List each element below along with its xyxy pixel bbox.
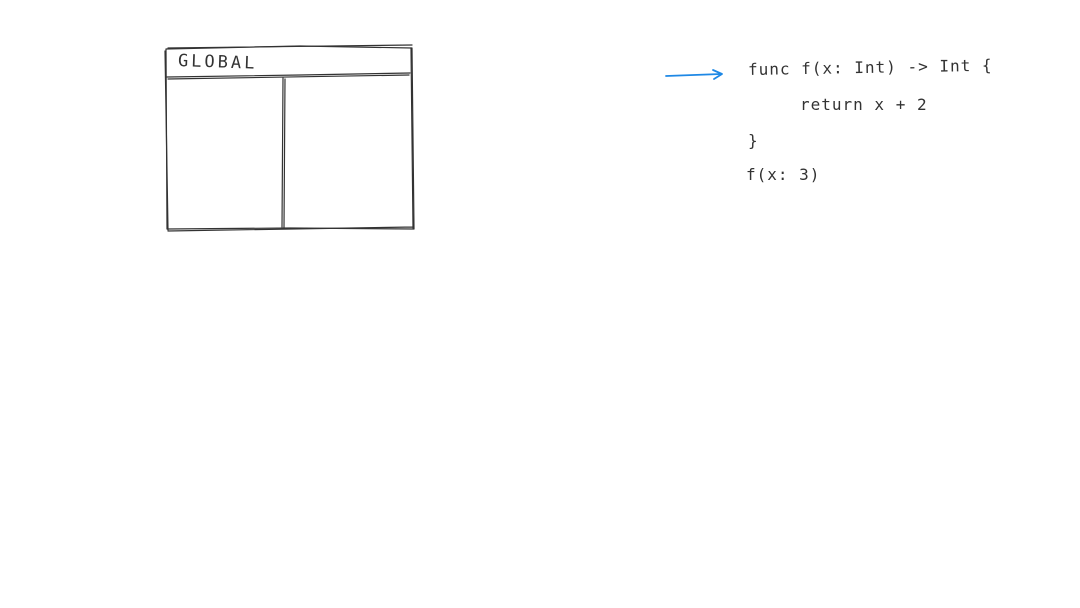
- global-frame-title: GLOBAL: [177, 51, 258, 74]
- code-line-return: return x + 2: [800, 95, 928, 114]
- pointer-arrow-icon: [665, 69, 723, 80]
- code-line-close-brace: }: [748, 131, 759, 150]
- global-frame: [164, 44, 415, 232]
- global-frame-header-divider: [166, 72, 411, 80]
- global-frame-outline-retrace: [164, 44, 414, 232]
- global-frame-column-divider: [281, 77, 286, 229]
- code-line-call: f(x: 3): [746, 165, 821, 184]
